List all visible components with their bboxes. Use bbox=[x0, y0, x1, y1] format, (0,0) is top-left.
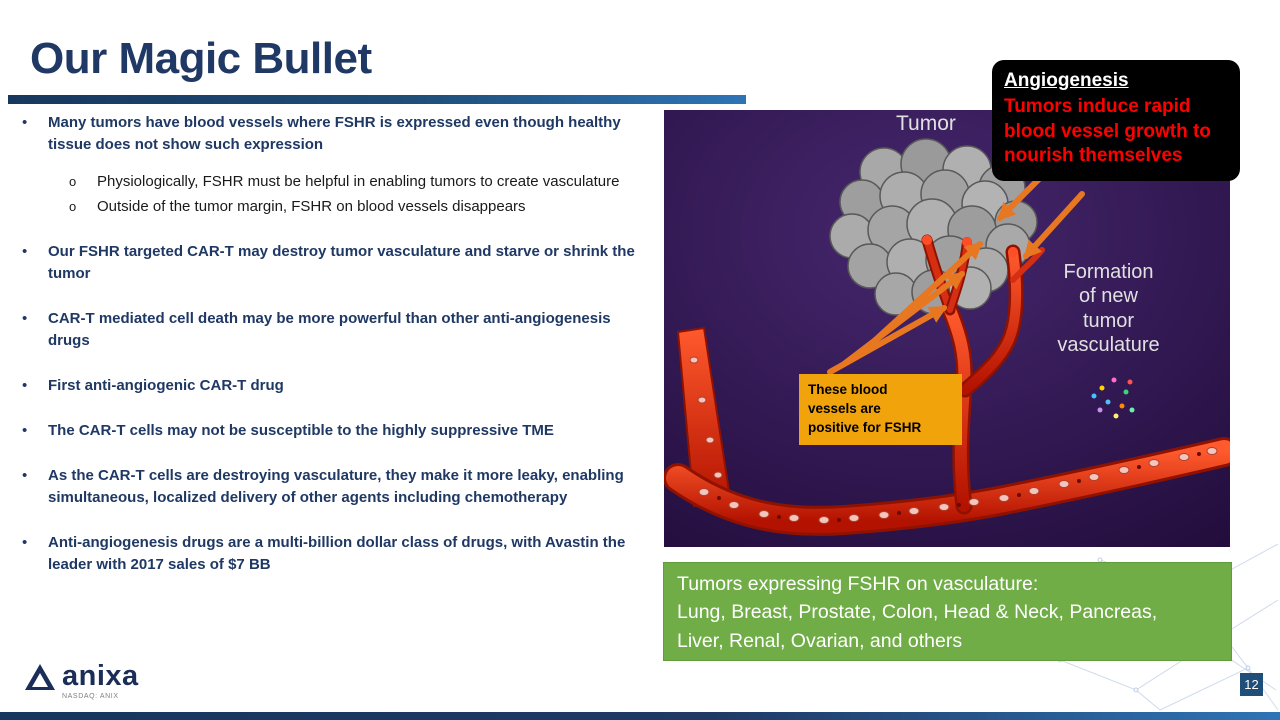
ticker-label: NASDAQ: ANIX bbox=[62, 693, 119, 700]
tumor-types-box: Tumors expressing FSHR on vasculature: L… bbox=[663, 562, 1232, 661]
sub-bullet-list: o Physiologically, FSHR must be helpful … bbox=[69, 171, 654, 218]
angiogenesis-callout: Angiogenesis Tumors induce rapid blood v… bbox=[992, 60, 1240, 182]
angiogenesis-diagram: Tumor Formation of new tumor vasculature… bbox=[664, 110, 1230, 547]
anixa-logo-icon bbox=[25, 663, 55, 690]
bullet-text: First anti-angiogenic CAR-T drug bbox=[48, 377, 284, 394]
sub-bullet-item: o Physiologically, FSHR must be helpful … bbox=[69, 171, 654, 193]
bullet-item: • First anti-angiogenic CAR-T drug bbox=[22, 375, 654, 397]
callout-title: Angiogenesis bbox=[1004, 70, 1129, 91]
confetti-dots bbox=[1091, 377, 1135, 419]
bullet-item: • Anti-angiogenesis drugs are a multi-bi… bbox=[22, 532, 654, 576]
bullet-list: • Many tumors have blood vessels where F… bbox=[22, 112, 654, 576]
slide-title: Our Magic Bullet bbox=[30, 34, 372, 83]
anixa-logo: anixa NASDAQ: ANIX bbox=[24, 662, 139, 700]
fshr-positive-label: These blood vessels are positive for FSH… bbox=[799, 374, 962, 445]
bullet-item: • The CAR-T cells may not be susceptible… bbox=[22, 420, 654, 442]
bullet-item: • CAR-T mediated cell death may be more … bbox=[22, 308, 654, 352]
bullet-text: CAR-T mediated cell death may be more po… bbox=[48, 310, 611, 349]
angiogenesis-diagram-art bbox=[664, 110, 1230, 547]
formation-label: Formation of new tumor vasculature bbox=[1057, 261, 1160, 357]
sub-bullet-text: Outside of the tumor margin, FSHR on blo… bbox=[97, 198, 526, 215]
bullet-marker: • bbox=[22, 310, 28, 327]
bullet-marker: • bbox=[22, 534, 28, 551]
bullet-marker: • bbox=[22, 114, 28, 131]
page-number: 12 bbox=[1240, 673, 1263, 696]
bullet-text: The CAR-T cells may not be susceptible t… bbox=[48, 422, 554, 439]
sub-bullet-item: o Outside of the tumor margin, FSHR on b… bbox=[69, 196, 654, 218]
bullet-item: • Many tumors have blood vessels where F… bbox=[22, 112, 654, 156]
bullet-item: • Our FSHR targeted CAR-T may destroy tu… bbox=[22, 241, 654, 285]
bullet-marker: • bbox=[22, 243, 28, 260]
bullet-text: Our FSHR targeted CAR-T may destroy tumo… bbox=[48, 243, 635, 282]
bullet-marker: • bbox=[22, 422, 28, 439]
callout-body: Tumors induce rapid blood vessel growth … bbox=[1004, 96, 1211, 167]
vessel-cells bbox=[689, 356, 1218, 524]
bullet-text: Anti-angiogenesis drugs are a multi-bill… bbox=[48, 534, 626, 573]
bullet-marker: • bbox=[22, 467, 28, 484]
sub-bullet-text: Physiologically, FSHR must be helpful in… bbox=[97, 173, 620, 190]
bullet-text: As the CAR-T cells are destroying vascul… bbox=[48, 467, 624, 506]
bullet-marker: • bbox=[22, 377, 28, 394]
tumor-label: Tumor bbox=[896, 112, 956, 135]
bottom-bar bbox=[0, 712, 1280, 720]
sub-bullet-marker: o bbox=[69, 174, 77, 189]
sub-bullet-marker: o bbox=[69, 199, 77, 214]
bullet-text: Many tumors have blood vessels where FSH… bbox=[48, 114, 621, 153]
bullet-item: • As the CAR-T cells are destroying vasc… bbox=[22, 465, 654, 509]
brand-name: anixa bbox=[62, 660, 139, 692]
title-underline bbox=[8, 95, 746, 104]
